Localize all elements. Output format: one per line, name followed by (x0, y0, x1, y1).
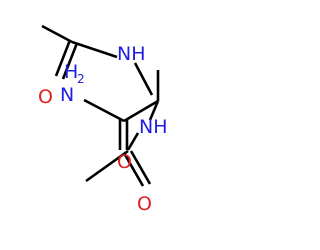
atom-amide-h: H (64, 61, 78, 83)
bond-amide-c-nh2 (83, 98, 125, 123)
atom-o-amide: O (117, 151, 132, 173)
structure-svg: NH O N H 2 O NH O (38, 24, 168, 215)
bond-upper-co-a (54, 39, 72, 77)
molecule-diagram: NH O N H 2 O NH O (38, 24, 168, 215)
atom-nh-lower: NH (139, 116, 168, 138)
bond-center-amide-c (123, 99, 159, 123)
bond-upper-methyl (41, 24, 73, 44)
atom-amide-n: N (60, 84, 74, 106)
atom-amide-h-subscript: 2 (77, 72, 85, 86)
bond-n-lower-carbonyl (126, 132, 140, 151)
bond-lower-co-b (129, 150, 152, 185)
atom-o-upper-acetyl: O (38, 86, 53, 108)
bond-lower-methyl (85, 149, 129, 183)
bond-lower-co-a (122, 152, 145, 187)
atom-nh-upper: NH (117, 43, 146, 65)
bond-n-upper-center (133, 62, 154, 96)
bond-upper-carbonyl-n (71, 40, 118, 59)
bond-upper-co-b (61, 42, 79, 80)
bond-center-n-lower (148, 100, 160, 121)
atom-o-lower-acetyl: O (137, 193, 152, 215)
